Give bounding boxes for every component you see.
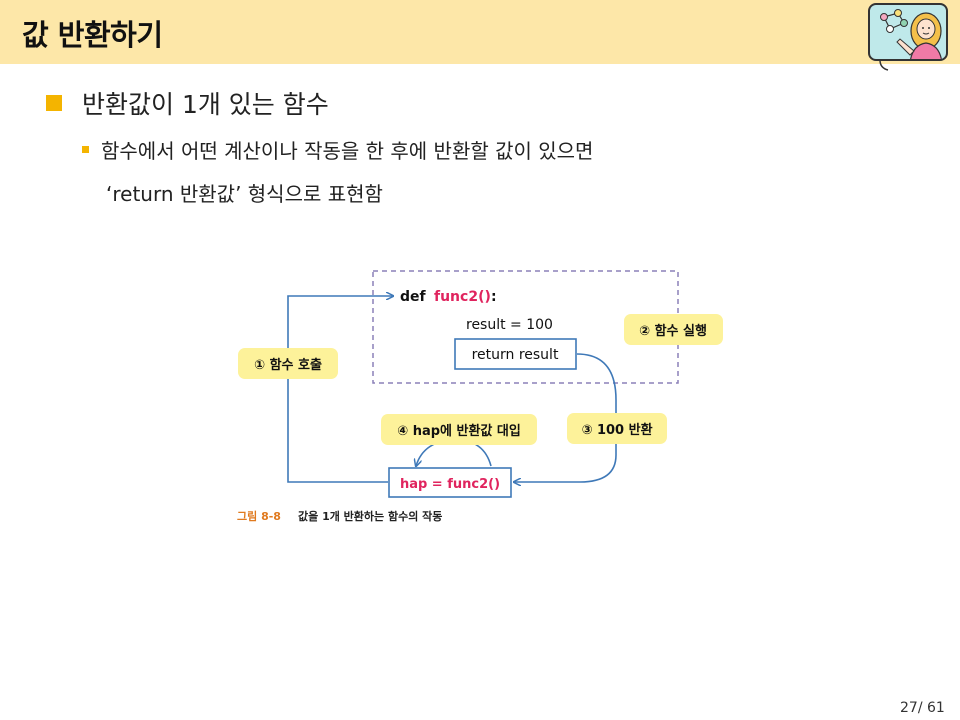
bullet-level1-text: 반환값이 1개 있는 함수 bbox=[82, 90, 329, 119]
label-return-badge bbox=[567, 413, 667, 444]
label-return: ③ 100 반환 bbox=[581, 422, 652, 438]
speech-tail-icon bbox=[879, 60, 889, 71]
presenter-avatar-icon bbox=[868, 3, 948, 61]
figure-caption-text: 값을 1개 반환하는 함수의 작동 bbox=[298, 509, 442, 523]
label-exec-badge bbox=[624, 314, 723, 345]
bullet-level2: 함수에서 어떤 계산이나 작동을 한 후에 반환할 값이 있으면 bbox=[82, 134, 593, 164]
page-number: 27/ 61 bbox=[900, 700, 945, 716]
small-square-bullet-icon bbox=[82, 145, 89, 153]
code-colon: : bbox=[491, 289, 497, 305]
code-def-keyword: def bbox=[400, 289, 427, 305]
label-assign: ④ hap에 반환값 대입 bbox=[397, 423, 521, 439]
code-return: return result bbox=[472, 347, 559, 363]
slide-title: 값 반환하기 bbox=[22, 18, 163, 52]
square-bullet-icon bbox=[46, 95, 62, 111]
bullet-level1: 반환값이 1개 있는 함수 bbox=[46, 87, 329, 119]
label-call: ① 함수 호출 bbox=[254, 357, 322, 373]
label-assign-badge bbox=[381, 414, 537, 445]
bullet-level2-continuation: ‘return 반환값’ 형식으로 표현함 bbox=[106, 182, 383, 206]
code-result-assign: result = 100 bbox=[466, 317, 553, 333]
code-hap-assign: hap = func2() bbox=[400, 477, 500, 492]
code-function-name: func2() bbox=[434, 289, 491, 305]
call-arrow bbox=[287, 296, 393, 483]
label-exec: ② 함수 실행 bbox=[639, 323, 707, 339]
slide-header: 값 반환하기 bbox=[0, 0, 960, 64]
bullet-level2-text: 함수에서 어떤 계산이나 작동을 한 후에 반환할 값이 있으면 bbox=[101, 138, 594, 163]
figure-caption-number: 그림 8-8 bbox=[237, 510, 281, 523]
hap-assign-box bbox=[388, 467, 512, 498]
label-call-badge bbox=[238, 348, 338, 379]
return-result-box bbox=[454, 338, 577, 370]
